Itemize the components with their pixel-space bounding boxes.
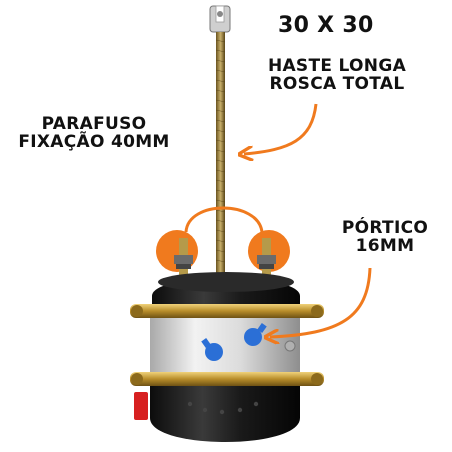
clevis xyxy=(209,5,231,33)
middle-housing xyxy=(150,318,300,374)
haste-line-1: HASTE LONGA xyxy=(267,56,407,76)
threaded-rod xyxy=(215,32,226,280)
port-plug xyxy=(284,340,296,352)
upper-clamp-ring xyxy=(130,304,324,318)
haste-callout: HASTE LONGA ROSCA TOTAL xyxy=(262,56,412,94)
bolt-highlight-arc xyxy=(184,206,264,233)
parafuso-callout: PARAFUSO FIXAÇÃO 40MM xyxy=(18,114,170,152)
portico-arrow xyxy=(270,267,372,337)
lower-clamp-ring xyxy=(130,372,324,386)
lower-chamber xyxy=(150,386,300,442)
haste-line-2: ROSCA TOTAL xyxy=(269,73,405,94)
port-cap-left xyxy=(201,338,223,361)
haste-arrow xyxy=(244,103,318,154)
port-cap-right xyxy=(244,323,267,346)
parafuso-line-2: FIXAÇÃO 40MM xyxy=(18,131,170,152)
mounting-bolt-right xyxy=(257,238,276,280)
mounting-bolt-left xyxy=(174,238,193,280)
portico-line-1: PÓRTICO xyxy=(341,218,429,238)
portico-callout: PÓRTICO 16MM xyxy=(330,218,440,256)
parafuso-line-1: PARAFUSO xyxy=(41,114,147,134)
red-valve xyxy=(134,392,148,420)
size-title: 30 X 30 xyxy=(278,13,374,38)
portico-line-2: 16MM xyxy=(355,235,415,256)
